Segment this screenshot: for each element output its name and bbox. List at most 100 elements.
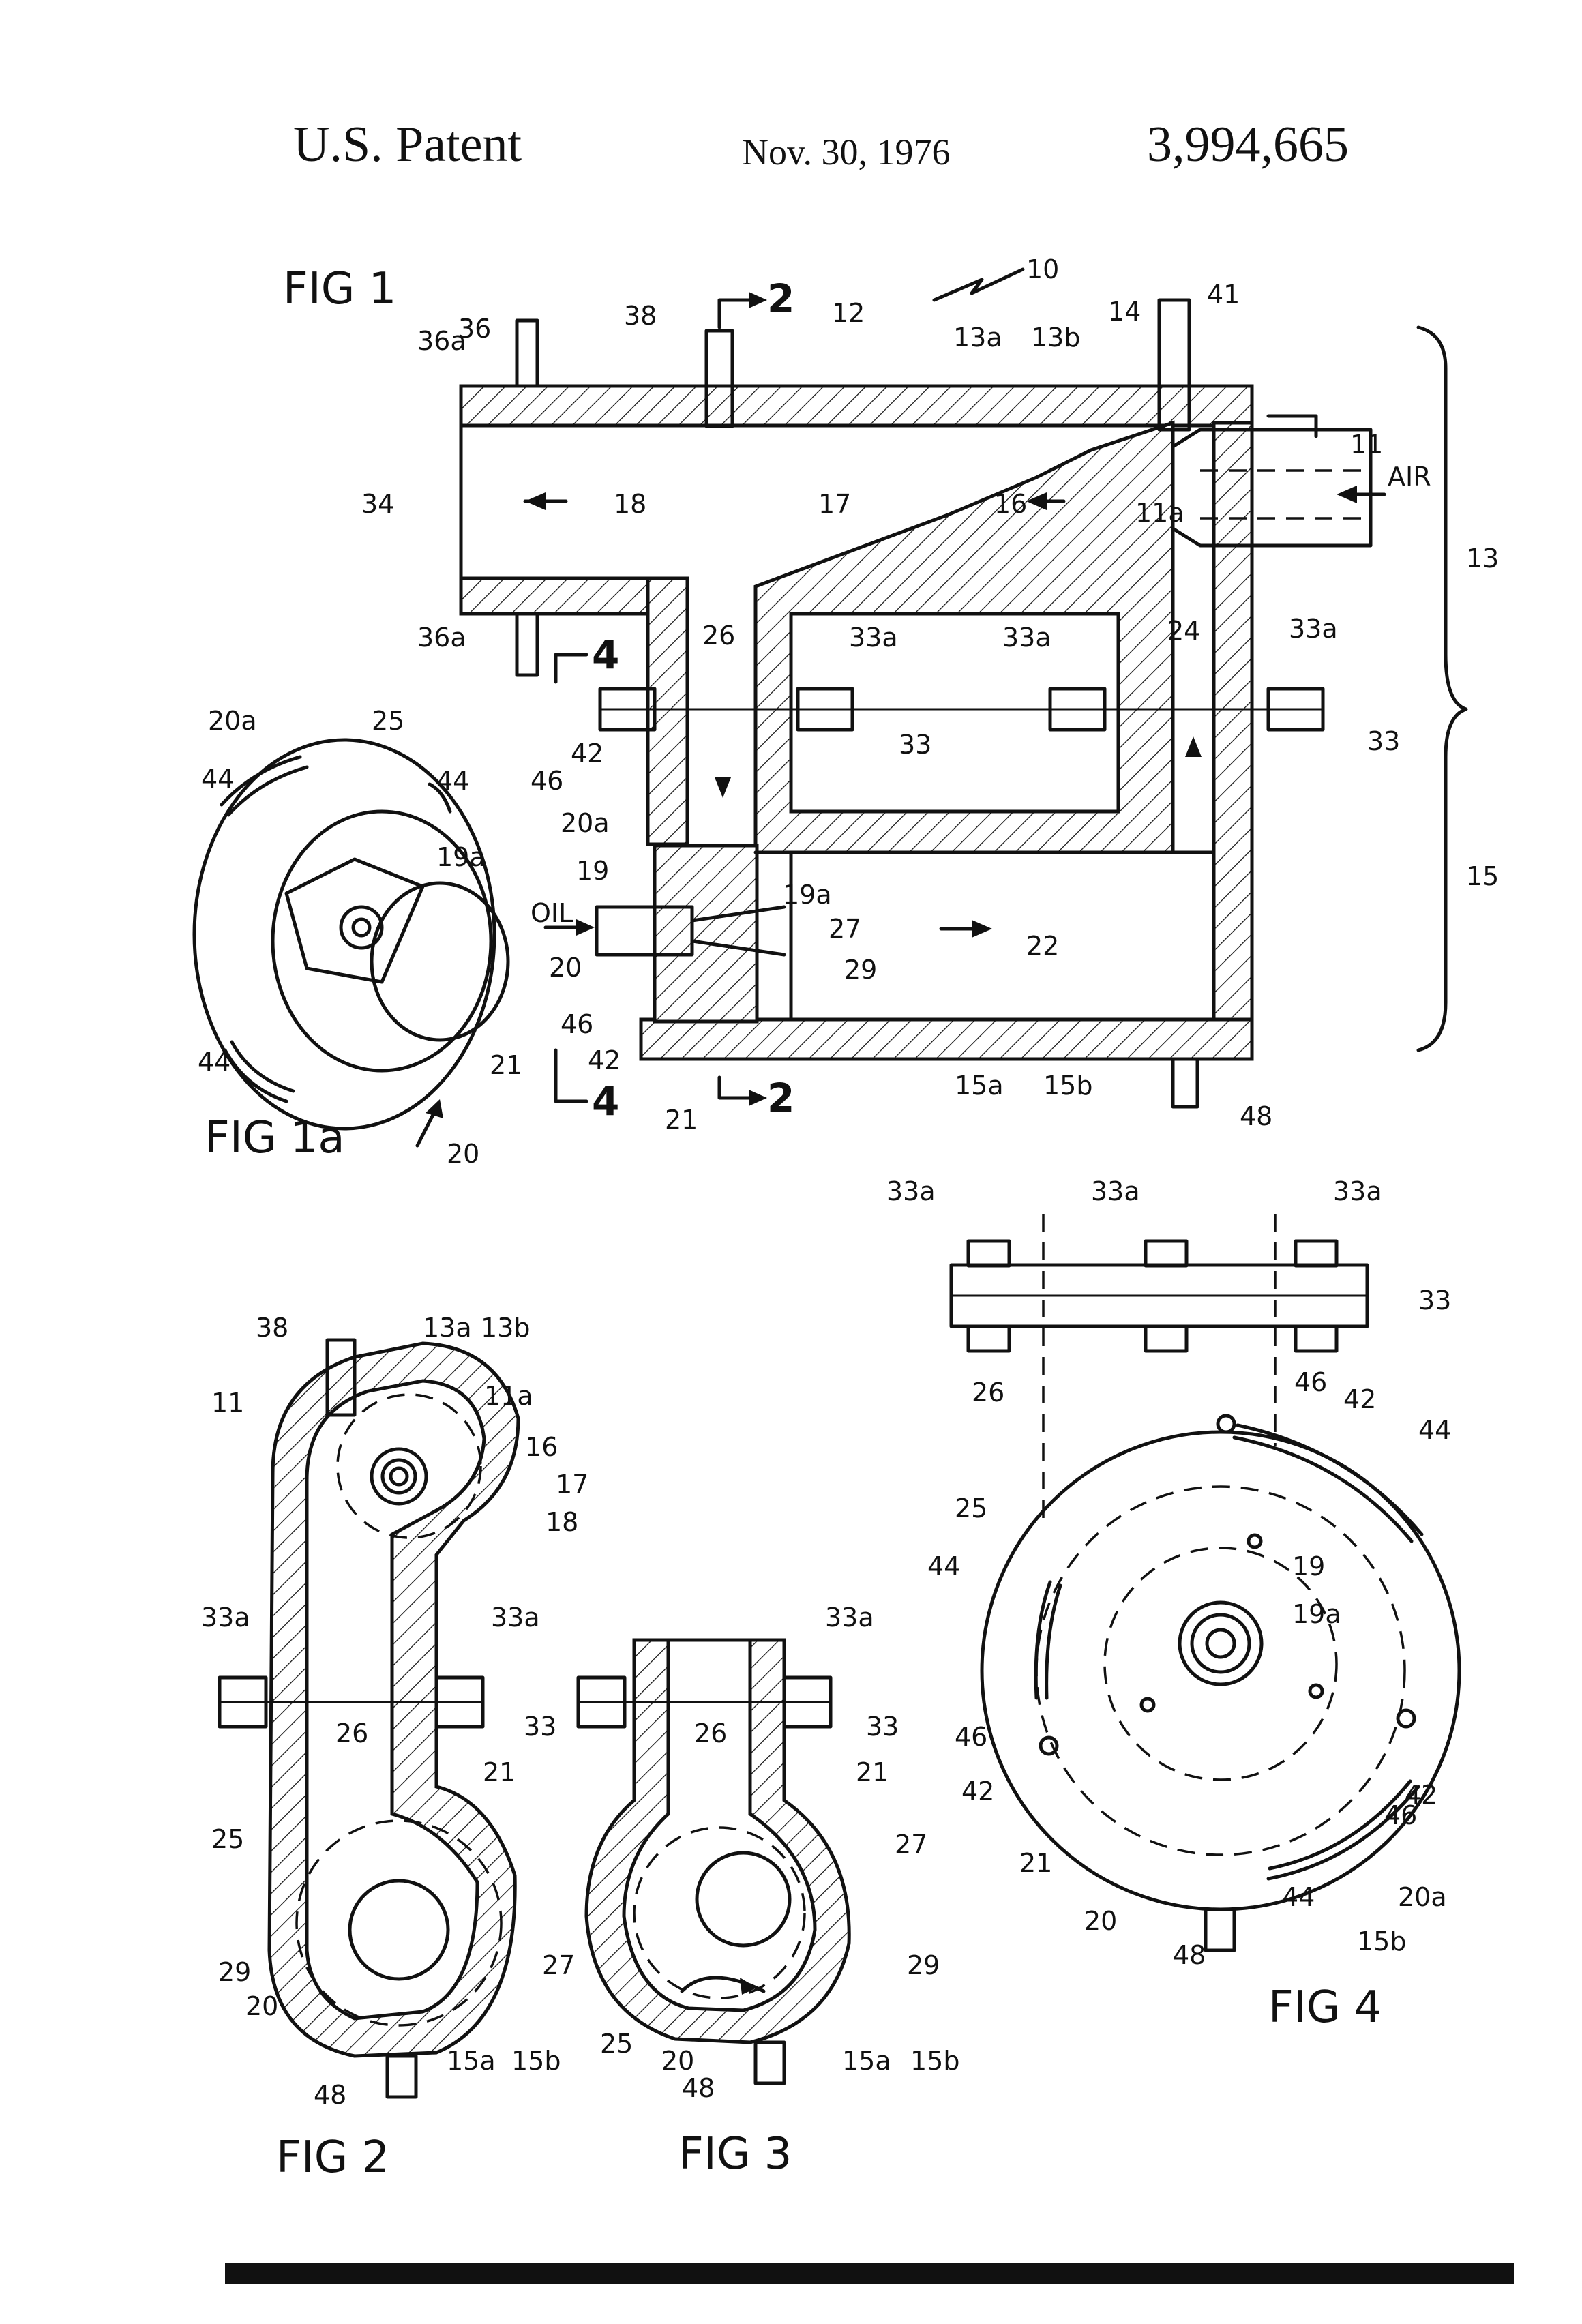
fig2-label-15a: 15a: [447, 2046, 496, 2076]
fig-1a: [194, 740, 508, 1146]
fig1-label-33-a: 33: [899, 730, 931, 760]
fig2-label-29: 29: [218, 1957, 251, 1987]
fig4-label-46-b: 46: [955, 1722, 987, 1752]
fig1-label-13a: 13a: [953, 323, 1002, 353]
fig1-label-34: 34: [361, 489, 394, 519]
fig1-label-oil: OIL: [531, 898, 573, 928]
fig2-label-26: 26: [335, 1718, 368, 1748]
fig1a-title: FIG 1a: [205, 1113, 345, 1163]
bottom-rule: [225, 2263, 1514, 2284]
fig4-label-42-b: 42: [961, 1776, 994, 1806]
fig1a-label-19a: 19a: [436, 842, 486, 872]
fig4-label-48: 48: [1173, 1940, 1206, 1970]
fig1-label-18: 18: [614, 489, 646, 519]
fig1-label-42-top: 42: [571, 739, 603, 769]
fig2-label-27: 27: [542, 1950, 575, 1980]
fig3-label-29: 29: [907, 1950, 940, 1980]
fig3-label-15a: 15a: [842, 2046, 891, 2076]
fig4-label-21: 21: [1019, 1848, 1052, 1878]
fig2-title: FIG 2: [276, 2132, 389, 2183]
fig1a-label-25: 25: [372, 706, 404, 736]
fig3-label-33a: 33a: [825, 1603, 874, 1633]
fig1-section-4-bottom: 4: [592, 1078, 619, 1124]
fig3-label-25: 25: [600, 2029, 633, 2059]
fig3-label-33: 33: [866, 1712, 899, 1742]
fig1-label-11: 11: [1350, 430, 1383, 460]
fig1-label-22: 22: [1026, 931, 1059, 961]
fig1-label-19: 19: [576, 856, 609, 886]
fig2-label-16: 16: [525, 1432, 558, 1462]
fig4-label-33a-c: 33a: [1333, 1176, 1382, 1206]
fig1-label-11a: 11a: [1135, 498, 1184, 528]
fig1a-label-44-c: 44: [198, 1047, 230, 1077]
fig4-label-20a: 20a: [1398, 1882, 1447, 1912]
fig1-label-33-b: 33: [1367, 726, 1400, 756]
fig-3: [578, 1640, 849, 2083]
fig2-label-13b: 13b: [481, 1313, 530, 1343]
fig1-label-27: 27: [829, 914, 861, 944]
fig3-label-48: 48: [682, 2073, 715, 2103]
fig2-label-38: 38: [256, 1313, 288, 1343]
fig1-label-42-bottom: 42: [588, 1045, 621, 1075]
fig4-label-26: 26: [972, 1377, 1004, 1407]
fig3-label-27: 27: [895, 1830, 927, 1860]
fig1-label-36a-bottom: 36a: [417, 623, 466, 653]
fig1-label-air: AIR: [1388, 462, 1431, 492]
fig4-label-33: 33: [1418, 1285, 1451, 1315]
fig1a-label-20: 20: [447, 1139, 479, 1169]
fig1-label-15: 15: [1466, 861, 1499, 891]
fig1-label-21: 21: [665, 1105, 698, 1135]
fig1-label-19a: 19a: [783, 880, 832, 910]
fig1-label-38: 38: [624, 301, 657, 331]
fig1-label-33a-b: 33a: [1002, 623, 1051, 653]
fig4-label-44-c: 44: [1282, 1882, 1315, 1912]
fig1-section-4-top: 4: [592, 631, 619, 678]
fig1a-label-44-a: 44: [201, 764, 234, 794]
fig4-label-25: 25: [955, 1493, 987, 1523]
fig4-label-44-a: 44: [1418, 1415, 1451, 1445]
fig4-label-42-a: 42: [1343, 1384, 1376, 1414]
fig4-label-15b: 15b: [1357, 1926, 1406, 1956]
fig1-label-48: 48: [1240, 1101, 1272, 1131]
fig2-label-13a: 13a: [423, 1313, 472, 1343]
fig1-label-12: 12: [832, 298, 865, 328]
fig1-label-17: 17: [818, 489, 851, 519]
fig1-label-14: 14: [1108, 297, 1141, 327]
fig-4: [951, 1214, 1459, 1950]
fig2-label-25: 25: [211, 1824, 244, 1854]
fig1-top-wall: [461, 386, 1252, 426]
fig1-label-20: 20: [549, 953, 582, 983]
fig1-label-46-bottom: 46: [561, 1009, 593, 1039]
fig3-label-21: 21: [856, 1757, 889, 1787]
fig1-inner-cavity: [791, 614, 1118, 811]
fig1-label-33a-c: 33a: [1289, 614, 1338, 644]
fig1-label-20a: 20a: [561, 808, 610, 838]
fig1-label-26: 26: [702, 621, 735, 651]
fig2-label-15b: 15b: [511, 2046, 561, 2076]
fig1-label-13b: 13b: [1031, 323, 1080, 353]
fig3-label-15b: 15b: [910, 2046, 959, 2076]
fig4-label-46-c: 46: [1384, 1800, 1417, 1830]
fig1-label-10: 10: [1026, 254, 1059, 284]
fig3-label-26: 26: [694, 1718, 727, 1748]
fig2-label-33: 33: [524, 1712, 556, 1742]
fig1-title: FIG 1: [283, 264, 396, 314]
fig4-label-19: 19: [1292, 1551, 1325, 1581]
fig1-label-16: 16: [994, 489, 1027, 519]
fig1a-label-20a: 20a: [208, 706, 257, 736]
fig1-section-2-bottom: 2: [767, 1075, 794, 1121]
fig2-label-20: 20: [245, 1991, 278, 2021]
fig-1: [461, 269, 1466, 1107]
fig2-label-11: 11: [211, 1388, 244, 1418]
fig1a-label-21: 21: [490, 1050, 522, 1080]
fig4-label-46-a: 46: [1294, 1367, 1327, 1397]
fig1-label-24: 24: [1167, 616, 1200, 646]
fig1-section-2-top: 2: [767, 275, 794, 322]
fig1-label-29: 29: [844, 955, 877, 985]
fig2-label-17: 17: [556, 1470, 588, 1500]
fig2-label-18: 18: [546, 1507, 578, 1537]
fig1-burner-block: [655, 846, 757, 1022]
fig3-title: FIG 3: [678, 2129, 792, 2179]
fig4-label-44-b: 44: [927, 1551, 960, 1581]
